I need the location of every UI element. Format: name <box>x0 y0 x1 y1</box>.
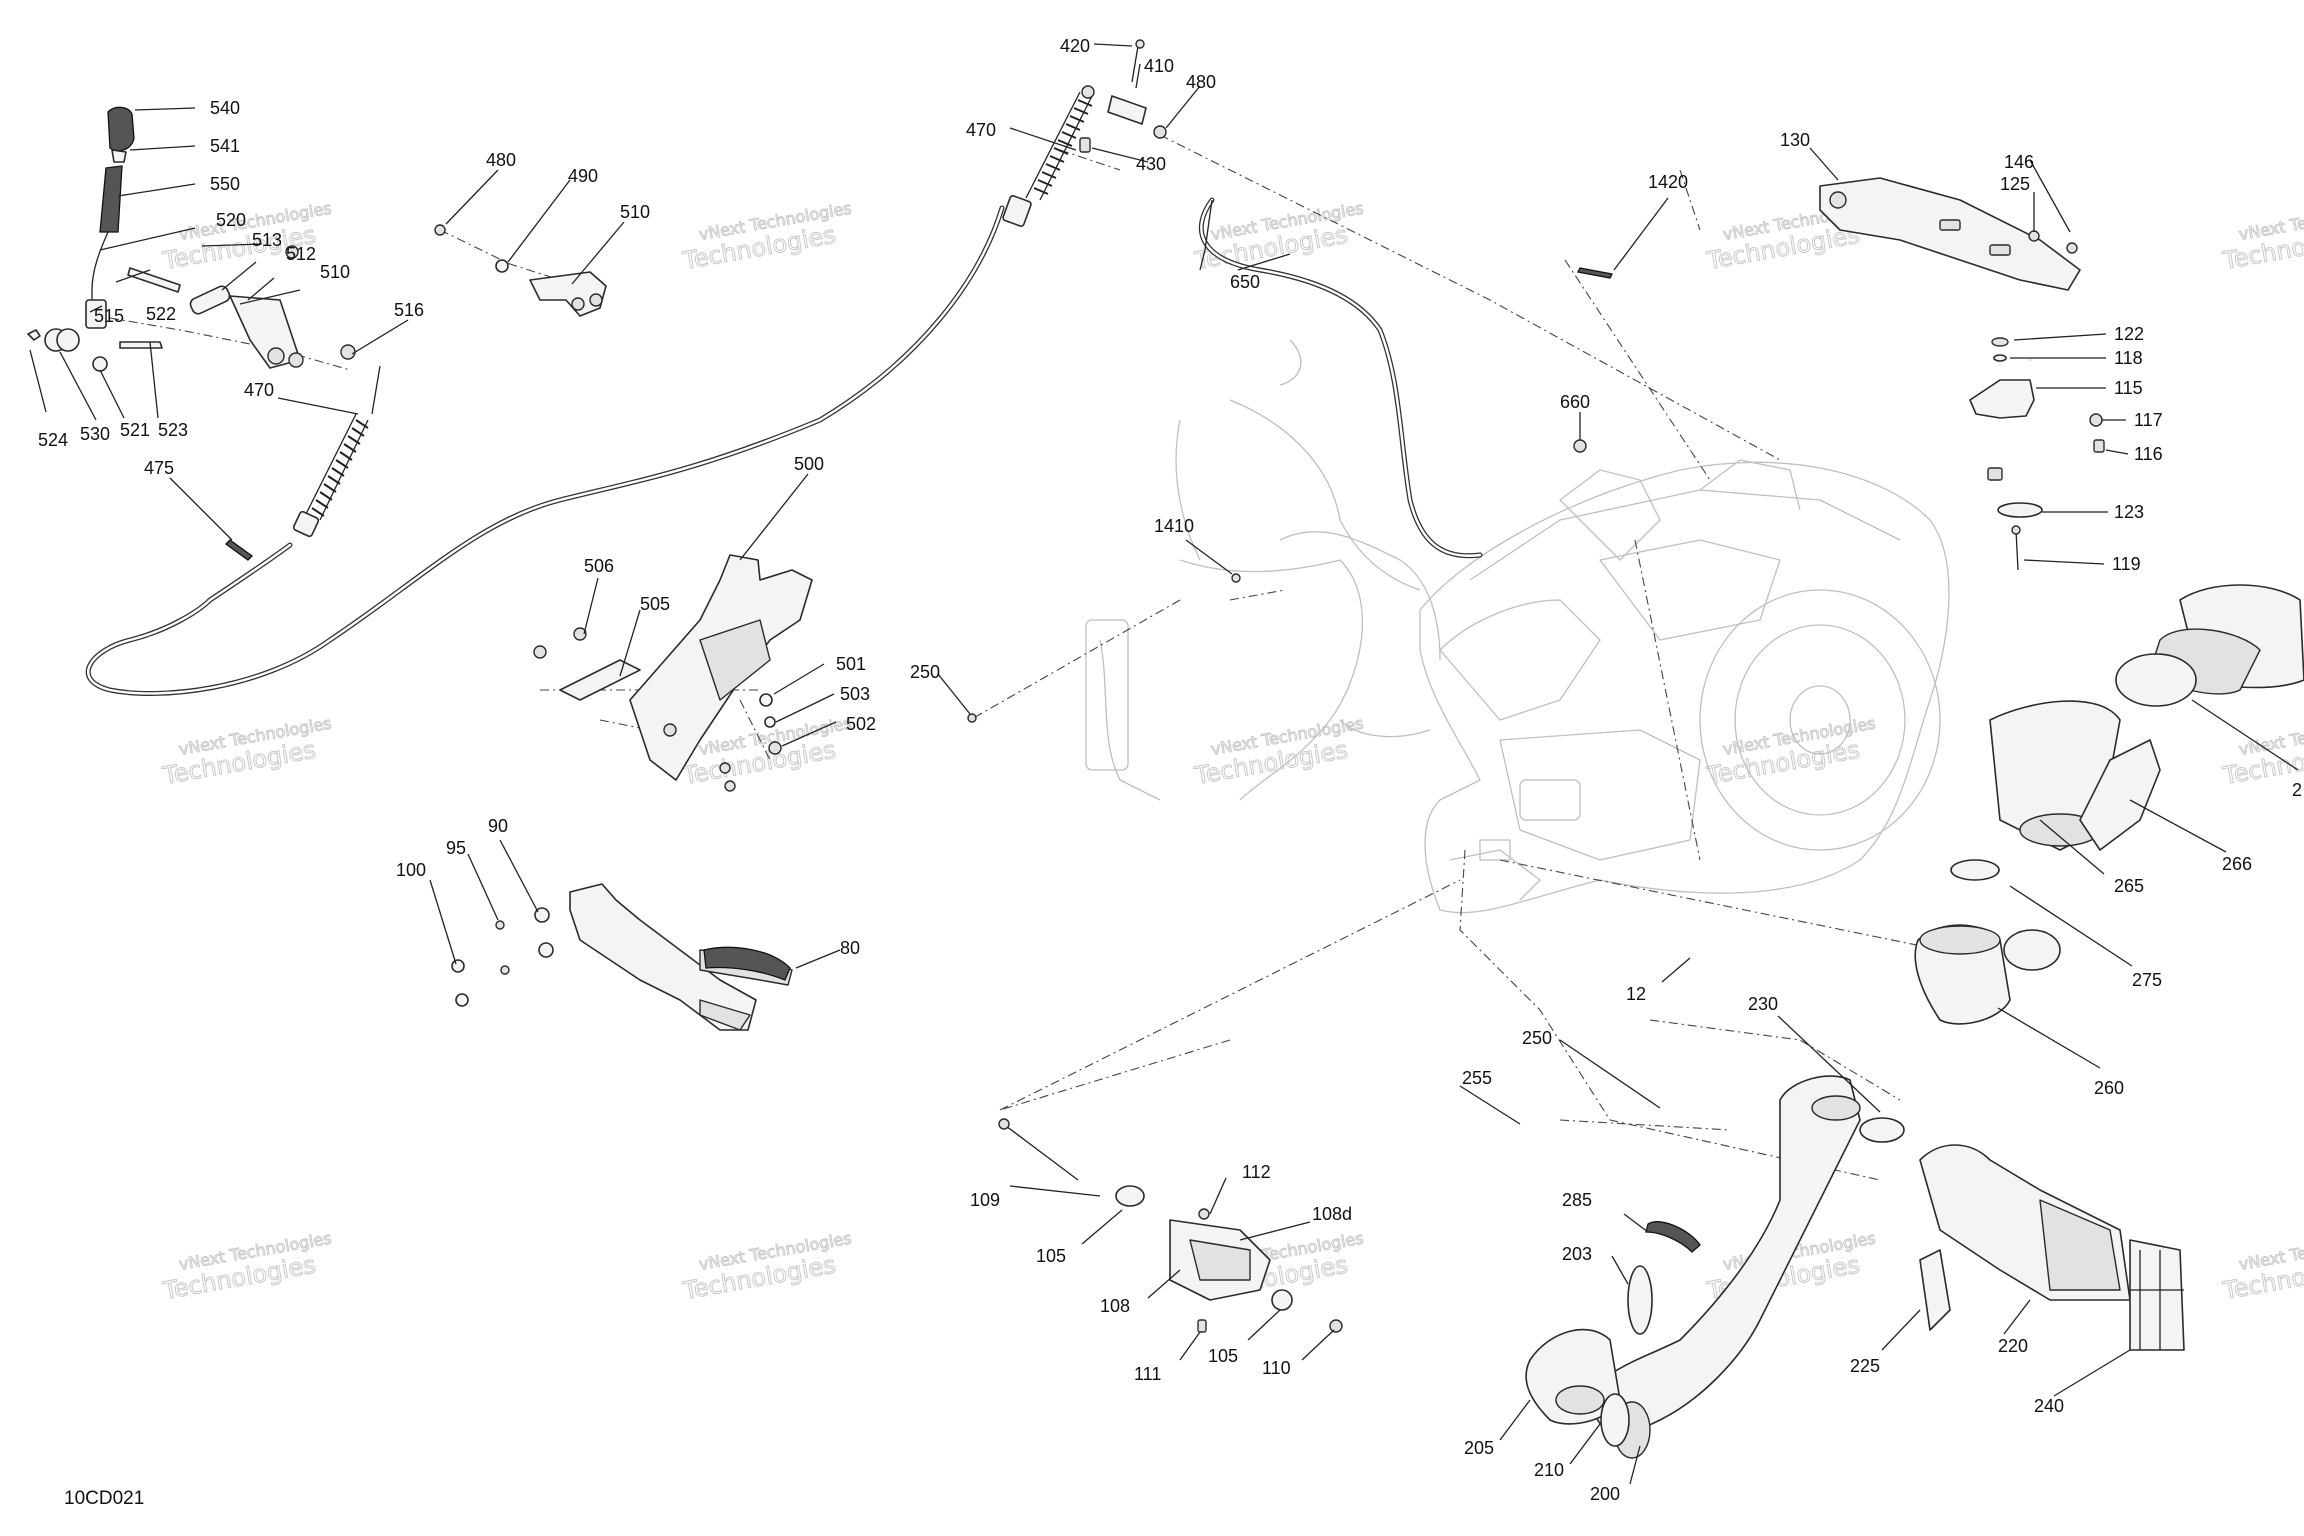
part-label: 255 <box>1462 1068 1492 1088</box>
part-label: 430 <box>1136 154 1166 174</box>
part-label: 650 <box>1230 272 1260 292</box>
part-label: 108d <box>1312 1204 1352 1224</box>
part-label: 95 <box>446 838 466 858</box>
part-label: 130 <box>1780 130 1810 150</box>
part-label: 480 <box>1186 72 1216 92</box>
part-label: 490 <box>568 166 598 186</box>
part-label: 480 <box>486 150 516 170</box>
engine-ghost-illustration <box>1085 339 1950 914</box>
part-label: 115 <box>2114 378 2143 398</box>
part-label: 90 <box>488 816 508 836</box>
bracket-510-upper <box>434 224 607 317</box>
part-label: 660 <box>1560 392 1590 412</box>
part-label: 250 <box>1522 1028 1552 1048</box>
intake-tube-200 <box>1525 1075 1905 1459</box>
part-label: 512 <box>286 244 316 264</box>
part-label: 122 <box>2114 324 2144 344</box>
vent-hose-650 <box>1198 197 1483 559</box>
mount-hardware-108 <box>998 1118 1343 1333</box>
part-label: 524 <box>38 430 68 450</box>
part-label: 123 <box>2114 502 2144 522</box>
part-label: 285 <box>1562 1190 1592 1210</box>
part-label: 116 <box>2134 444 2163 464</box>
part-label: 420 <box>1060 36 1090 56</box>
part-label: 521 <box>120 420 150 440</box>
brake-pedal-assembly-80 <box>451 883 793 1031</box>
part-label: 110 <box>1262 1358 1291 1378</box>
part-label: 203 <box>1562 1244 1592 1264</box>
part-label: 225 <box>1850 1356 1880 1376</box>
part-label: 230 <box>1748 994 1778 1014</box>
part-label: 530 <box>80 424 110 444</box>
bolt-1410 <box>1231 573 1241 583</box>
part-label: 111 <box>1134 1364 1161 1384</box>
part-label: 502 <box>846 714 876 734</box>
part-label: 240 <box>2034 1396 2064 1416</box>
part-label: 506 <box>584 556 614 576</box>
part-label: 260 <box>2094 1078 2124 1098</box>
assembly-lines <box>109 134 1991 1181</box>
part-label: 210 <box>1534 1460 1564 1480</box>
part-label: 470 <box>966 120 996 140</box>
part-label: 1420 <box>1648 172 1688 192</box>
engine-mount-bracket-130 <box>1819 177 2105 571</box>
part-label: 510 <box>620 202 650 222</box>
part-label: 501 <box>836 654 866 674</box>
part-label: 146 <box>2004 152 2034 172</box>
part-label: 513 <box>252 230 282 250</box>
airbox-220 <box>1919 1144 2185 1351</box>
part-label: 12 <box>1626 984 1646 1004</box>
part-label: 1410 <box>1154 516 1194 536</box>
part-label: 515 <box>94 306 124 326</box>
part-label: 522 <box>146 304 176 324</box>
part-label: 105 <box>1036 1246 1066 1266</box>
part-label: 205 <box>1464 1438 1494 1458</box>
part-label: 266 <box>2222 854 2252 874</box>
intake-duct-right <box>1914 584 2304 1025</box>
part-label: 200 <box>1590 1484 1620 1504</box>
part-label: 503 <box>840 684 870 704</box>
part-label: 541 <box>210 136 240 156</box>
diagram-reference-code: 10CD021 <box>64 1488 144 1509</box>
part-label: 100 <box>396 860 426 880</box>
part-label: 520 <box>216 210 246 230</box>
part-label: 540 <box>210 98 240 118</box>
watermarks: vNext Technologies Technologies vNext Te… <box>160 198 2304 1306</box>
part-label: 80 <box>840 938 860 958</box>
spring-sleeve-470-left <box>292 344 381 538</box>
part-number-labels: 540 541 550 520 513 512 510 522 515 524 … <box>38 36 2302 1504</box>
bolt-250 <box>967 713 977 723</box>
nut-660 <box>1573 439 1587 453</box>
part-label: 505 <box>640 594 670 614</box>
part-label: 523 <box>158 420 188 440</box>
part-label: 265 <box>2114 876 2144 896</box>
part-label: 125 <box>2000 174 2030 194</box>
leader-lines <box>29 43 2299 1485</box>
part-label: 109 <box>970 1190 1000 1210</box>
clip-1420 <box>1577 267 1613 279</box>
part-label: 112 <box>1242 1162 1271 1182</box>
bracket-500 <box>533 554 813 792</box>
clip-475 <box>225 539 253 561</box>
part-label: 550 <box>210 174 240 194</box>
part-label: 410 <box>1144 56 1174 76</box>
part-label: 2 <box>2292 780 2302 800</box>
part-label: 105 <box>1208 1346 1238 1366</box>
spring-sleeve-470-top <box>1002 85 1095 227</box>
part-label: 250 <box>910 662 940 682</box>
part-label: 119 <box>2112 554 2141 574</box>
part-label: 275 <box>2132 970 2162 990</box>
part-label: 220 <box>1998 1336 2028 1356</box>
part-label: 516 <box>394 300 424 320</box>
part-label: 510 <box>320 262 350 282</box>
part-label: 118 <box>2114 348 2143 368</box>
part-label: 470 <box>244 380 274 400</box>
part-label: 108 <box>1100 1296 1130 1316</box>
cable-bracket-hardware <box>1079 39 1167 153</box>
part-label: 117 <box>2134 410 2163 430</box>
part-label: 475 <box>144 458 174 478</box>
part-label: 500 <box>794 454 824 474</box>
shift-cable-long <box>85 205 1005 696</box>
